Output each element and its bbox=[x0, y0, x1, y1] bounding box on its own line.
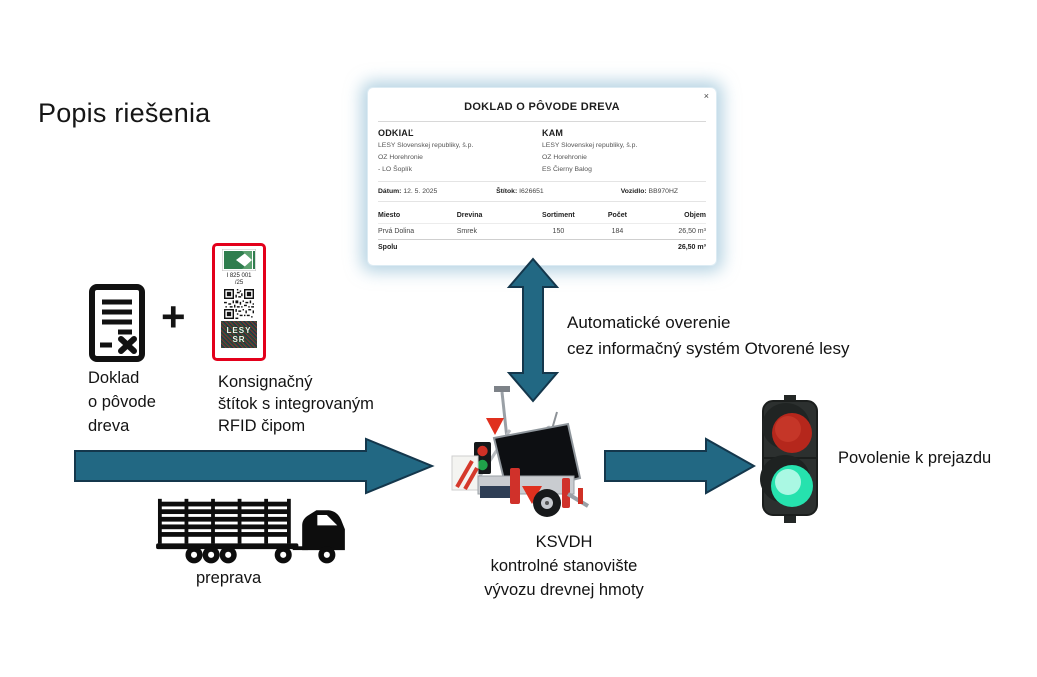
total-value: 26,50 m³ bbox=[677, 244, 706, 251]
rfid-tag-label-line: RFID čipom bbox=[218, 417, 306, 435]
cell-drevina: Smrek bbox=[456, 228, 477, 235]
document-icon bbox=[89, 284, 145, 362]
cell-miesto: Prvá Dolina bbox=[378, 228, 415, 235]
to-heading: KAM bbox=[542, 128, 564, 138]
meta-vehicle-label: Vozidlo: bbox=[620, 188, 647, 195]
station-label-line: kontrolné stanovište bbox=[490, 557, 638, 575]
tag-code: I 825 001 /25 bbox=[226, 273, 251, 287]
traffic-light-icon bbox=[760, 395, 818, 523]
verification-line: cez informačný systém Otvorené lesy bbox=[567, 339, 850, 358]
from-line: OZ Horehronie bbox=[378, 154, 423, 161]
to-line: ES Čierny Balog bbox=[542, 166, 592, 173]
meta-date: Dátum: 12. 5. 2025 bbox=[378, 188, 496, 195]
col-miesto: Miesto bbox=[378, 212, 401, 219]
rfid-tag-label: Konsignačný štítok s integrovaným RFID č… bbox=[218, 371, 374, 437]
col-drevina: Drevina bbox=[456, 212, 483, 219]
from-section: ODKIAĽ LESY Slovenskej republiky, š.p. O… bbox=[378, 128, 542, 178]
document-label-line: Doklad bbox=[88, 369, 140, 387]
meta-tag-label: Štítok: bbox=[496, 188, 518, 195]
rfid-tag-label-line: štítok s integrovaným bbox=[218, 395, 374, 413]
col-objem: Objem bbox=[684, 212, 706, 219]
control-station-image bbox=[451, 386, 590, 517]
cell-objem: 26,50 m³ bbox=[678, 228, 706, 235]
tag-brand-line: LESY bbox=[226, 325, 252, 335]
flow-arrow-verification bbox=[506, 257, 560, 403]
from-line: - LO Šoplík bbox=[378, 166, 412, 173]
document-label-line: dreva bbox=[88, 417, 130, 435]
lesy-logo-icon bbox=[222, 249, 256, 271]
flow-arrow-transport bbox=[74, 437, 435, 495]
verification-label: Automatické overenie cez informačný syst… bbox=[567, 310, 849, 362]
col-pocet: Počet bbox=[607, 212, 627, 219]
meta-vehicle-value: BB970HZ bbox=[648, 188, 678, 195]
cell-sortiment: 150 bbox=[552, 228, 565, 235]
cell-pocet: 184 bbox=[611, 228, 624, 235]
qr-code-icon bbox=[224, 289, 254, 319]
rfid-tag: I 825 001 /25 bbox=[212, 243, 266, 361]
flow-arrow-pass bbox=[604, 437, 756, 495]
station-label-line: vývozu drevnej hmoty bbox=[484, 581, 644, 599]
logging-truck-icon bbox=[156, 498, 345, 564]
station-label-line: KSVDH bbox=[535, 533, 593, 551]
tag-code-line: /25 bbox=[234, 280, 244, 286]
close-icon[interactable]: × bbox=[703, 91, 709, 101]
table-header-row: Miesto Drevina Sortiment Počet Objem bbox=[378, 208, 706, 223]
to-line: LESY Slovenskej republiky, š.p. bbox=[542, 142, 638, 149]
meta-tag-value: I626651 bbox=[519, 188, 544, 195]
wood-origin-document-card: × DOKLAD O PÔVODE DREVA ODKIAĽ LESY Slov… bbox=[368, 88, 716, 265]
table-row: Prvá Dolina Smrek 150 184 26,50 m³ bbox=[378, 223, 706, 239]
to-line: OZ Horehronie bbox=[542, 154, 587, 161]
from-line: LESY Slovenskej republiky, š.p. bbox=[378, 142, 474, 149]
meta-vehicle: Vozidlo: BB970HZ bbox=[621, 188, 706, 195]
transport-label: preprava bbox=[196, 569, 262, 587]
from-heading: ODKIAĽ bbox=[378, 128, 414, 138]
rfid-tag-label-line: Konsignačný bbox=[218, 373, 313, 391]
verification-line: Automatické overenie bbox=[567, 313, 731, 332]
divider bbox=[378, 121, 706, 122]
document-meta-row: Dátum: 12. 5. 2025 Štítok: I626651 Vozid… bbox=[378, 181, 706, 202]
document-title: DOKLAD O PÔVODE DREVA bbox=[464, 101, 620, 113]
document-table: Miesto Drevina Sortiment Počet Objem Prv… bbox=[378, 208, 706, 255]
page-title: Popis riešenia bbox=[38, 98, 211, 128]
pass-permission-label: Povolenie k prejazdu bbox=[838, 449, 992, 467]
meta-date-label: Dátum: bbox=[378, 188, 402, 195]
meta-date-value: 12. 5. 2025 bbox=[403, 188, 438, 195]
tag-code-line: I 825 001 bbox=[226, 273, 252, 279]
plus-icon: + bbox=[161, 293, 186, 340]
to-section: KAM LESY Slovenskej republiky, š.p. OZ H… bbox=[542, 128, 706, 178]
col-sortiment: Sortiment bbox=[542, 212, 575, 219]
table-total-row: Spolu 26,50 m³ bbox=[378, 239, 706, 255]
document-label-line: o pôvode bbox=[88, 393, 156, 411]
document-label: Doklad o pôvode dreva bbox=[88, 366, 156, 438]
station-label: KSVDH kontrolné stanovište vývozu drevne… bbox=[448, 530, 680, 602]
meta-tag: Štítok: I626651 bbox=[496, 188, 621, 195]
tag-brand-line: SR bbox=[232, 334, 246, 344]
total-label: Spolu bbox=[378, 244, 398, 251]
tag-brand: LESY SR bbox=[221, 321, 257, 348]
